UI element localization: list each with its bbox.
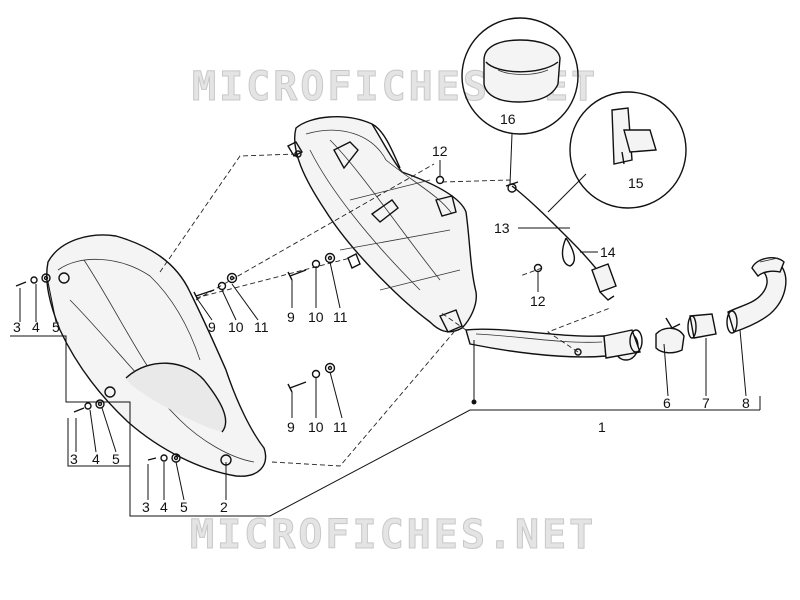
fastener-group-9-10-11-c (287, 362, 336, 393)
heat-shield (46, 234, 267, 477)
callout-12-b: 12 (530, 293, 546, 309)
lambda-sensor (505, 181, 617, 301)
fastener-group-3-4-5-a (15, 273, 51, 287)
callout-7: 7 (702, 395, 710, 411)
callout-4-c: 4 (160, 499, 168, 515)
fastener-group-9-10-11-b (287, 252, 336, 281)
callout-5-b: 5 (112, 451, 120, 467)
callout-10-c: 10 (308, 419, 324, 435)
callout-10-b: 10 (308, 309, 324, 325)
callout-labels: 1 2 3 4 5 3 4 5 3 4 5 6 7 8 9 10 11 9 10… (13, 111, 750, 515)
callout-11-c: 11 (333, 419, 348, 435)
callout-3-c: 3 (142, 499, 150, 515)
callout-10-a: 10 (228, 319, 244, 335)
callout-11-b: 11 (333, 309, 348, 325)
fastener-group-3-4-5-b (73, 399, 105, 413)
callout-8: 8 (742, 395, 750, 411)
bent-pipe (726, 257, 787, 334)
nut-12-b (533, 263, 543, 273)
callout-4-a: 4 (32, 319, 40, 335)
callout-12-a: 12 (432, 143, 448, 159)
leader-lines (10, 160, 761, 517)
pipe-sleeve (687, 313, 717, 339)
callout-1: 1 (598, 419, 606, 435)
callout-9-c: 9 (287, 419, 295, 435)
detail-balloon-16 (461, 17, 579, 185)
nut-12-a (435, 175, 445, 185)
callout-6: 6 (663, 395, 671, 411)
assembly-guides (159, 153, 611, 467)
pipe-clamp (655, 317, 685, 354)
fastener-group-9-10-11-a (193, 272, 238, 301)
muffler-body (287, 116, 477, 333)
callout-3-b: 3 (70, 451, 78, 467)
callout-2: 2 (220, 499, 228, 515)
callout-5-c: 5 (180, 499, 188, 515)
callout-9-a: 9 (208, 319, 216, 335)
callout-9-b: 9 (287, 309, 295, 325)
callout-5-a: 5 (52, 319, 60, 335)
callout-16: 16 (500, 111, 516, 127)
callout-11-a: 11 (254, 319, 269, 335)
callout-4-b: 4 (92, 451, 100, 467)
callout-13: 13 (494, 220, 510, 236)
callout-15: 15 (628, 175, 644, 191)
callout-14: 14 (600, 244, 616, 260)
callout-3-a: 3 (13, 319, 21, 335)
exhaust-pipe (465, 328, 643, 361)
detail-balloon-15 (547, 91, 687, 213)
